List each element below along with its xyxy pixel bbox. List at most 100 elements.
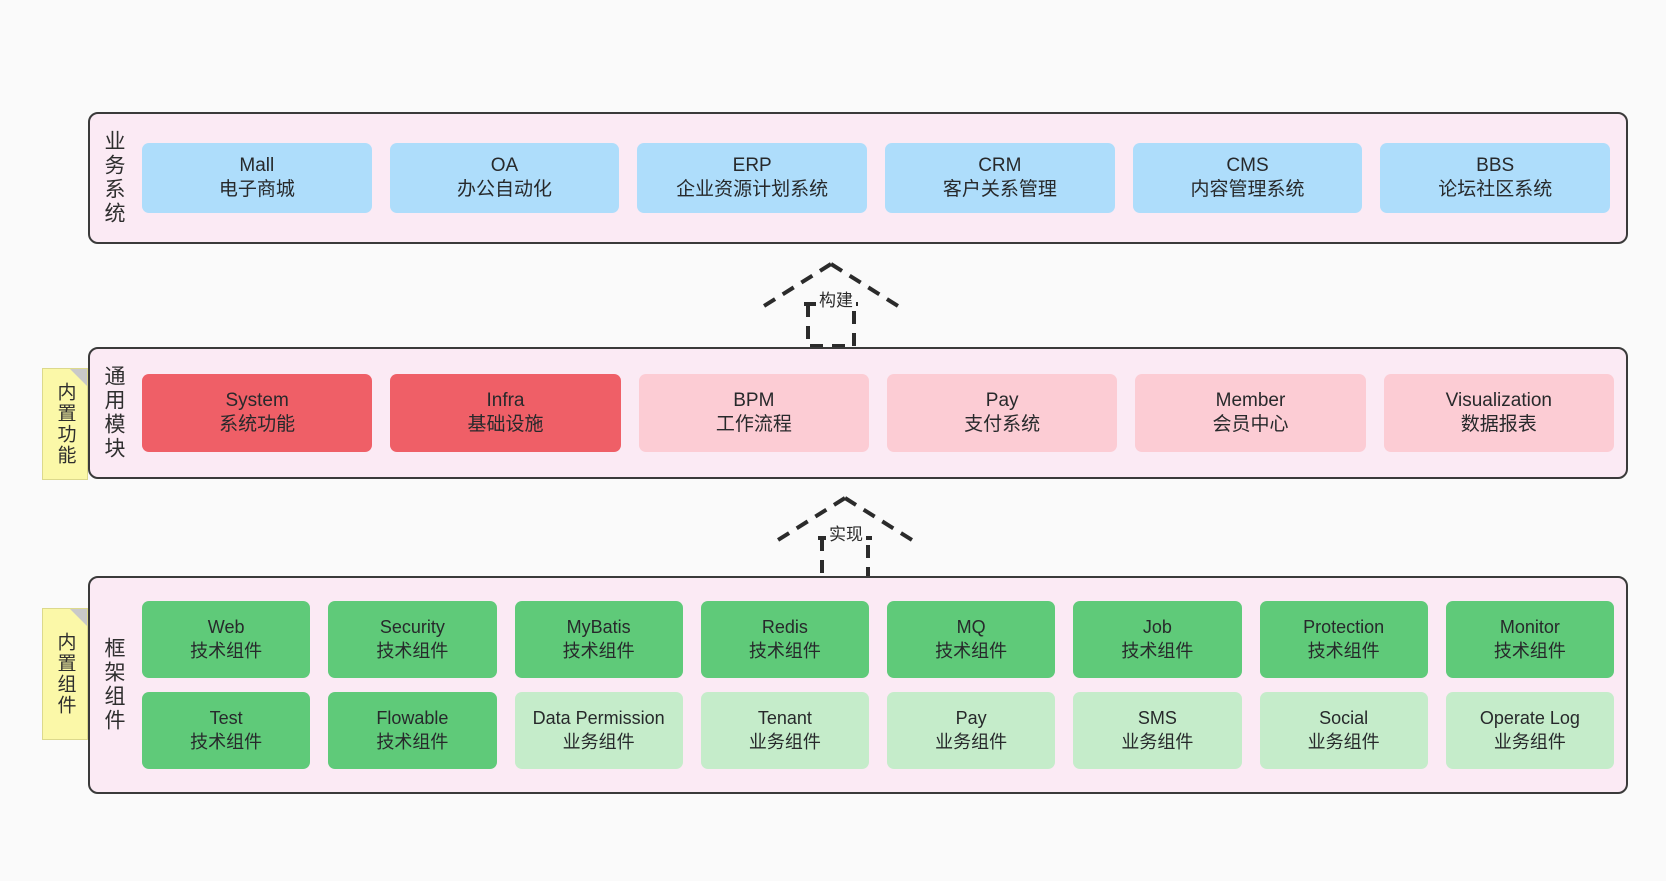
box-oa-desc: 办公自动化 [457, 179, 553, 200]
box-data-permission[interactable]: Data Permission 业务组件 [514, 692, 683, 769]
box-bpm-desc: 工作流程 [715, 414, 792, 435]
box-pay-module[interactable]: Pay 支付系统 [886, 374, 1118, 452]
connector-build-label: 构建 [816, 286, 856, 311]
box-operate-log-name: Operate Log [1479, 708, 1580, 729]
box-member-name: Member [1215, 389, 1286, 411]
box-member-desc: 会员中心 [1212, 414, 1289, 435]
box-infra-desc: 基础设施 [467, 414, 544, 435]
box-bbs[interactable]: BBS 论坛社区系统 [1380, 143, 1611, 213]
box-redis-name: Redis [761, 617, 808, 638]
box-pay-module-desc: 支付系统 [964, 414, 1041, 435]
layer-body-business-systems: Mall 电子商城 OA 办公自动化 ERP 企业资源计划系统 CRM 客户关系… [136, 114, 1626, 242]
box-web-name: Web [207, 617, 245, 638]
box-operate-log-desc: 业务组件 [1493, 731, 1566, 752]
box-redis-desc: 技术组件 [748, 640, 821, 661]
box-tenant-name: Tenant [757, 708, 812, 729]
box-infra[interactable]: Infra 基础设施 [390, 374, 621, 452]
box-tenant-desc: 业务组件 [748, 731, 821, 752]
note-builtin-component: 内置组件 [42, 608, 88, 740]
layer-title-common-modules: 通用模块 [102, 365, 126, 461]
box-protection-desc: 技术组件 [1307, 640, 1380, 661]
box-monitor-desc: 技术组件 [1493, 640, 1566, 661]
box-sms[interactable]: SMS 业务组件 [1073, 692, 1242, 769]
box-mall[interactable]: Mall 电子商城 [142, 143, 372, 213]
box-flowable[interactable]: Flowable 技术组件 [328, 692, 497, 769]
box-social-name: Social [1319, 708, 1369, 729]
box-oa-name: OA [490, 154, 519, 176]
box-social[interactable]: Social 业务组件 [1259, 692, 1428, 769]
box-cms-name: CMS [1226, 154, 1269, 176]
connector-implement-label: 实现 [826, 520, 866, 545]
box-cms-desc: 内容管理系统 [1190, 179, 1305, 200]
layer-title-framework-components: 框架组件 [102, 637, 126, 733]
box-data-permission-name: Data Permission [532, 708, 665, 729]
box-job-desc: 技术组件 [1121, 640, 1194, 661]
row-common-modules: System 系统功能 Infra 基础设施 BPM 工作流程 Pay 支付系统… [142, 374, 1614, 452]
box-security-name: Security [379, 617, 445, 638]
box-bpm-name: BPM [733, 389, 775, 411]
box-operate-log[interactable]: Operate Log 业务组件 [1445, 692, 1614, 769]
box-mq[interactable]: MQ 技术组件 [887, 601, 1056, 678]
box-crm-name: CRM [978, 154, 1022, 176]
box-erp[interactable]: ERP 企业资源计划系统 [637, 143, 868, 213]
box-protection-name: Protection [1303, 617, 1385, 638]
box-web[interactable]: Web 技术组件 [142, 601, 311, 678]
box-security-desc: 技术组件 [376, 640, 449, 661]
box-system-desc: 系统功能 [219, 414, 296, 435]
box-bpm[interactable]: BPM 工作流程 [638, 374, 869, 452]
box-infra-name: Infra [486, 389, 525, 411]
box-pay-component-name: Pay [955, 708, 987, 729]
layer-title-business-systems: 业务系统 [102, 130, 126, 226]
layer-body-common-modules: System 系统功能 Infra 基础设施 BPM 工作流程 Pay 支付系统… [136, 349, 1626, 477]
box-visualization-desc: 数据报表 [1460, 414, 1537, 435]
box-pay-component[interactable]: Pay 业务组件 [887, 692, 1056, 769]
box-pay-module-name: Pay [985, 389, 1019, 411]
note-builtin-function: 内置功能 [42, 368, 88, 480]
box-erp-name: ERP [732, 154, 772, 176]
box-oa[interactable]: OA 办公自动化 [389, 143, 620, 213]
box-sms-desc: 业务组件 [1121, 731, 1194, 752]
connector-build: 构建 [756, 258, 906, 350]
box-data-permission-desc: 业务组件 [562, 731, 635, 752]
box-redis[interactable]: Redis 技术组件 [700, 601, 869, 678]
box-crm-desc: 客户关系管理 [942, 179, 1057, 200]
box-social-desc: 业务组件 [1307, 731, 1380, 752]
layer-framework-components: 框架组件 Web 技术组件 Security 技术组件 MyBatis 技术组件… [88, 576, 1628, 794]
box-mall-name: Mall [239, 154, 275, 176]
box-bbs-desc: 论坛社区系统 [1438, 179, 1553, 200]
box-test-desc: 技术组件 [190, 731, 263, 752]
box-monitor[interactable]: Monitor 技术组件 [1445, 601, 1614, 678]
layer-common-modules: 通用模块 System 系统功能 Infra 基础设施 BPM 工作流程 Pay [88, 347, 1628, 479]
box-tenant[interactable]: Tenant 业务组件 [700, 692, 869, 769]
box-mall-desc: 电子商城 [218, 179, 295, 200]
box-test[interactable]: Test 技术组件 [142, 692, 311, 769]
box-sms-name: SMS [1137, 708, 1177, 729]
box-flowable-name: Flowable [376, 708, 449, 729]
box-flowable-desc: 技术组件 [376, 731, 449, 752]
row-business-systems: Mall 电子商城 OA 办公自动化 ERP 企业资源计划系统 CRM 客户关系… [142, 143, 1611, 213]
box-security[interactable]: Security 技术组件 [328, 601, 497, 678]
box-mybatis[interactable]: MyBatis 技术组件 [514, 601, 683, 678]
layer-business-systems: 业务系统 Mall 电子商城 OA 办公自动化 ERP 企业资源计划系统 CRM [88, 112, 1628, 244]
note-fold-icon [70, 369, 87, 386]
row-business-components: Test 技术组件 Flowable 技术组件 Data Permission … [142, 692, 1614, 769]
box-system[interactable]: System 系统功能 [142, 374, 373, 452]
box-member[interactable]: Member 会员中心 [1135, 374, 1366, 452]
box-mq-name: MQ [956, 617, 986, 638]
row-technical-components: Web 技术组件 Security 技术组件 MyBatis 技术组件 Redi… [142, 601, 1614, 678]
box-crm[interactable]: CRM 客户关系管理 [885, 143, 1115, 213]
box-system-name: System [225, 389, 289, 411]
box-monitor-name: Monitor [1499, 617, 1560, 638]
box-erp-desc: 企业资源计划系统 [676, 179, 829, 200]
box-protection[interactable]: Protection 技术组件 [1259, 601, 1428, 678]
box-mybatis-desc: 技术组件 [562, 640, 635, 661]
note-builtin-component-label: 内置组件 [54, 632, 76, 716]
box-web-desc: 技术组件 [190, 640, 263, 661]
box-cms[interactable]: CMS 内容管理系统 [1132, 143, 1363, 213]
box-visualization[interactable]: Visualization 数据报表 [1383, 374, 1614, 452]
note-fold-icon [70, 609, 87, 626]
box-job[interactable]: Job 技术组件 [1073, 601, 1242, 678]
box-bbs-name: BBS [1476, 154, 1515, 176]
box-test-name: Test [209, 708, 243, 729]
